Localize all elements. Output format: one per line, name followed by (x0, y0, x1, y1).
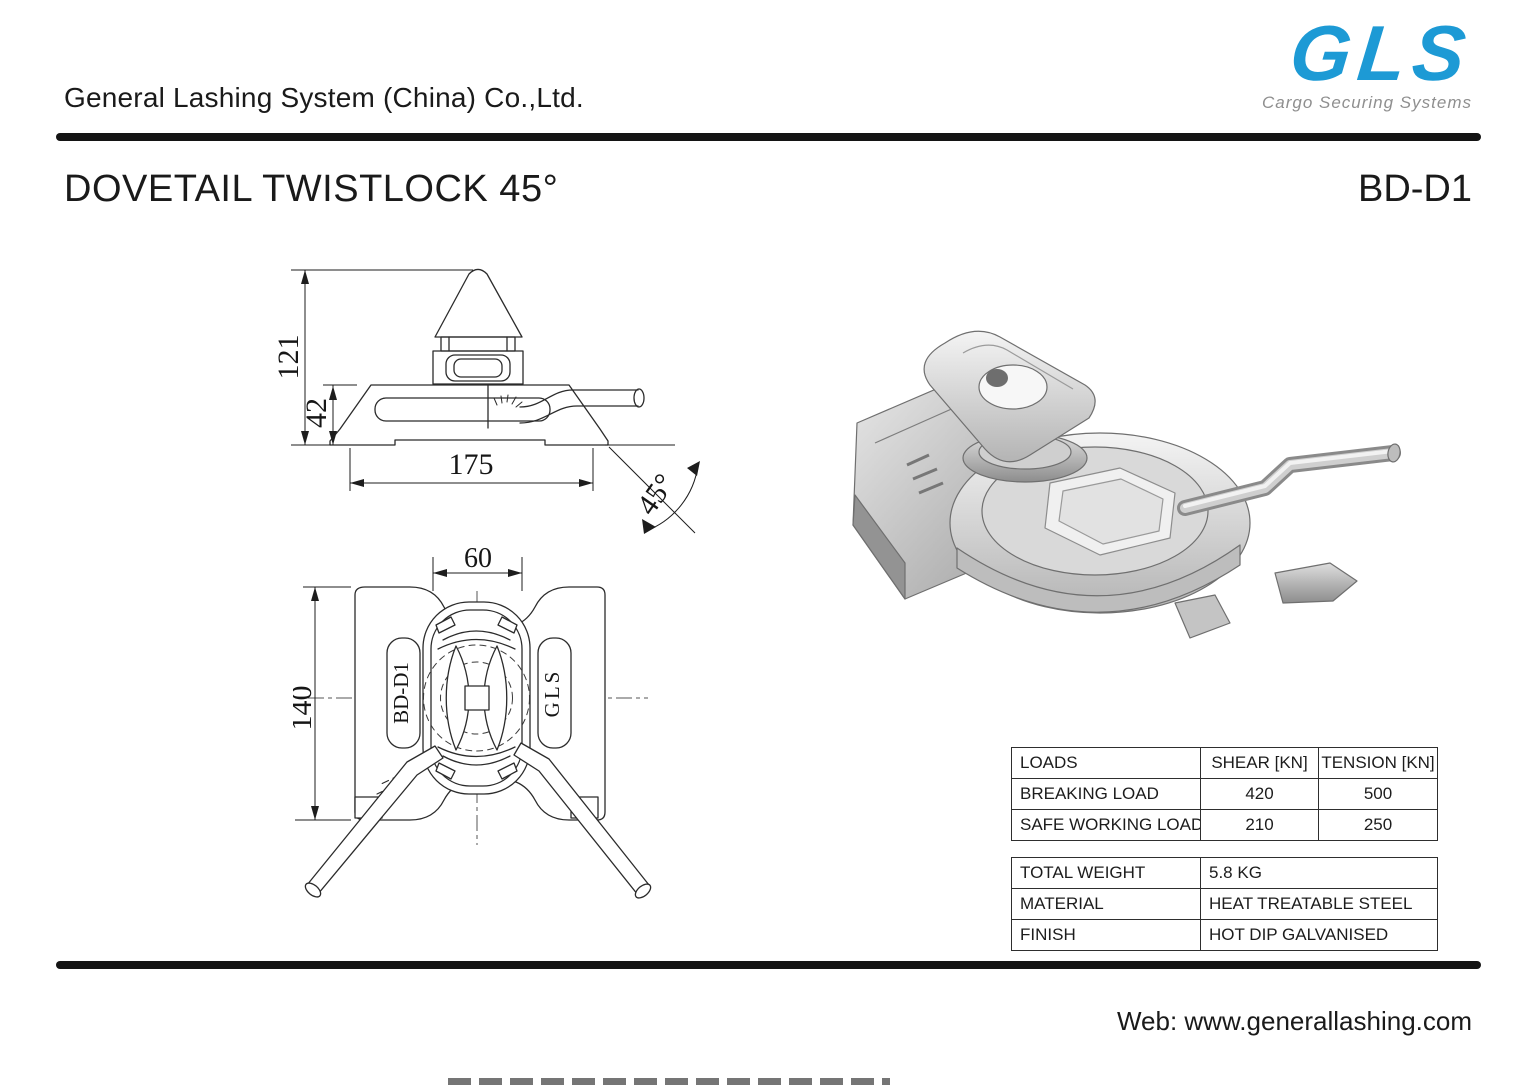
dim-width: 175 (449, 448, 494, 481)
material-label: MATERIAL (1011, 888, 1201, 920)
swl-shear: 210 (1200, 809, 1319, 841)
gls-logo: GLS Cargo Securing Systems (1261, 9, 1477, 113)
loads-header-shear: SHEAR [KN] (1200, 747, 1319, 779)
header-divider (56, 133, 1481, 141)
cast-label-right: GLS (540, 669, 564, 718)
weight-label: TOTAL WEIGHT (1011, 857, 1201, 889)
table-row: SAFE WORKING LOAD 210 250 (1011, 809, 1438, 841)
swl-tension: 250 (1318, 809, 1438, 841)
loads-table: LOADS SHEAR [KN] TENSION [KN] BREAKING L… (1011, 747, 1438, 841)
table-row: MATERIAL HEAT TREATABLE STEEL (1011, 888, 1438, 920)
material-value: HEAT TREATABLE STEEL (1200, 888, 1438, 920)
cropped-bottom-text-remnant (448, 1078, 890, 1085)
company-name: General Lashing System (China) Co.,Ltd. (64, 82, 584, 113)
loads-header-label: LOADS (1011, 747, 1201, 779)
front-view-drawing: 121 42 175 45° (275, 268, 700, 534)
website-text: Web: www.generallashing.com (1116, 1006, 1472, 1036)
top-view-drawing: 60 140 BD-D1 GLS (293, 543, 652, 899)
cast-label-left: BD-D1 (389, 662, 413, 724)
footer-divider (56, 961, 1481, 969)
loads-header-row: LOADS SHEAR [KN] TENSION [KN] (1011, 747, 1438, 779)
table-row: TOTAL WEIGHT 5.8 KG (1011, 857, 1438, 889)
dim-total-height: 121 (275, 335, 305, 380)
top-view-arrowheads (311, 569, 522, 820)
dim-base-height: 42 (300, 398, 333, 428)
top-view-dimensions (295, 557, 523, 821)
swl-label: SAFE WORKING LOAD (1011, 809, 1201, 841)
gls-logo-text: GLS (1286, 9, 1477, 97)
breaking-load-shear: 420 (1200, 778, 1319, 810)
weight-value: 5.8 KG (1200, 857, 1438, 889)
render-shapes (852, 330, 1401, 639)
breaking-load-label: BREAKING LOAD (1011, 778, 1201, 810)
loads-header-tension: TENSION [KN] (1318, 747, 1438, 779)
breaking-load-tension: 500 (1318, 778, 1438, 810)
finish-label: FINISH (1011, 919, 1201, 951)
finish-value: HOT DIP GALVANISED (1200, 919, 1438, 951)
front-view-arrowheads (301, 270, 700, 534)
table-row: BREAKING LOAD 420 500 (1011, 778, 1438, 810)
top-view-outline (304, 586, 652, 899)
table-row: FINISH HOT DIP GALVANISED (1011, 919, 1438, 951)
dim-height: 140 (293, 686, 318, 731)
front-view-outline (329, 268, 645, 446)
page-title: DOVETAIL TWISTLOCK 45° (64, 168, 559, 210)
logo-tagline: Cargo Securing Systems (1261, 93, 1472, 113)
model-number: BD-D1 (1357, 168, 1472, 210)
product-3d-render (852, 330, 1401, 639)
dim-top-width: 60 (464, 543, 492, 574)
spec-table: TOTAL WEIGHT 5.8 KG MATERIAL HEAT TREATA… (1011, 857, 1438, 951)
